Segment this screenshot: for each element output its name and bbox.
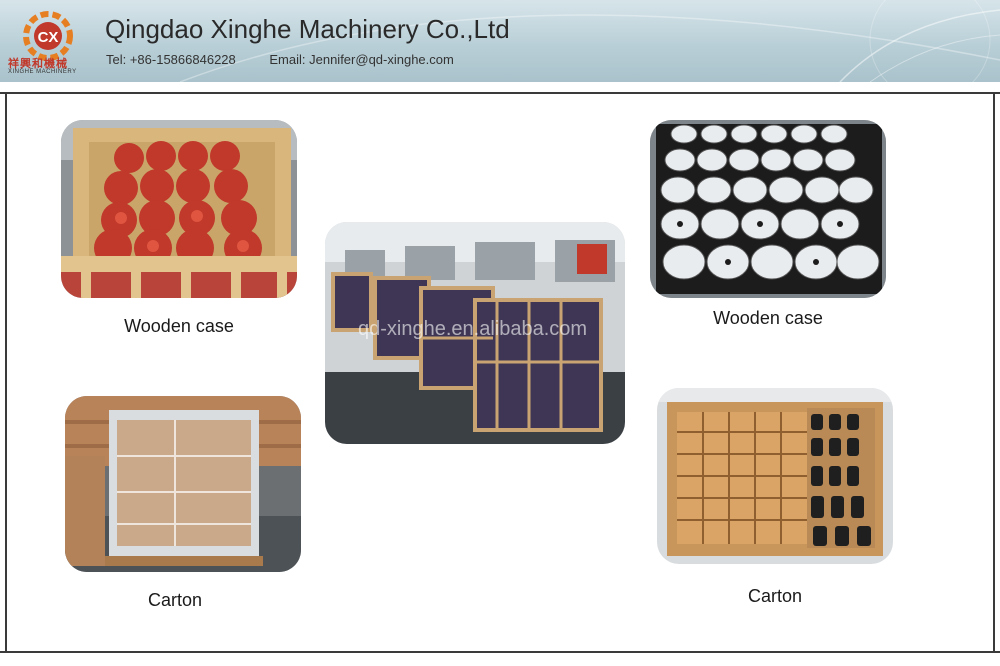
photo-carton-dividers (657, 388, 893, 564)
photo-carton-pallet (65, 396, 301, 572)
frame-left (5, 94, 7, 651)
phone-number: Tel: +86-15866846228 (106, 52, 236, 67)
photo-wooden-case-red-motors (61, 120, 297, 298)
watermark: qd-xinghe.en.alibaba.com (358, 318, 588, 340)
caption-wooden-case-2: Wooden case (713, 308, 823, 328)
email-address: Email: Jennifer@qd-xinghe.com (269, 52, 454, 67)
photo-wooden-case-black-parts (650, 120, 886, 298)
frame-bottom (0, 651, 1000, 653)
contact-line: Tel: +86-15866846228 Email: Jennifer@qd-… (106, 52, 484, 67)
frame-top (0, 92, 1000, 94)
svg-text:CX: CX (38, 29, 59, 46)
caption-carton-2: Carton (747, 586, 803, 606)
photo-warehouse-crates (325, 222, 625, 444)
company-header: CX 祥興和機械 XINGHE MACHINERY Qingdao Xinghe… (0, 0, 1000, 82)
logo-chinese-name: 祥興和機械 (8, 57, 68, 70)
company-logo: CX (23, 11, 73, 61)
header-decor (179, 0, 1000, 82)
frame-right (993, 94, 995, 651)
caption-wooden-case-1: Wooden case (124, 316, 234, 336)
caption-carton-1: Carton (147, 590, 203, 610)
company-name: Qingdao Xinghe Machinery Co.,Ltd (105, 14, 510, 44)
logo-english-name: XINGHE MACHINERY (8, 69, 77, 75)
